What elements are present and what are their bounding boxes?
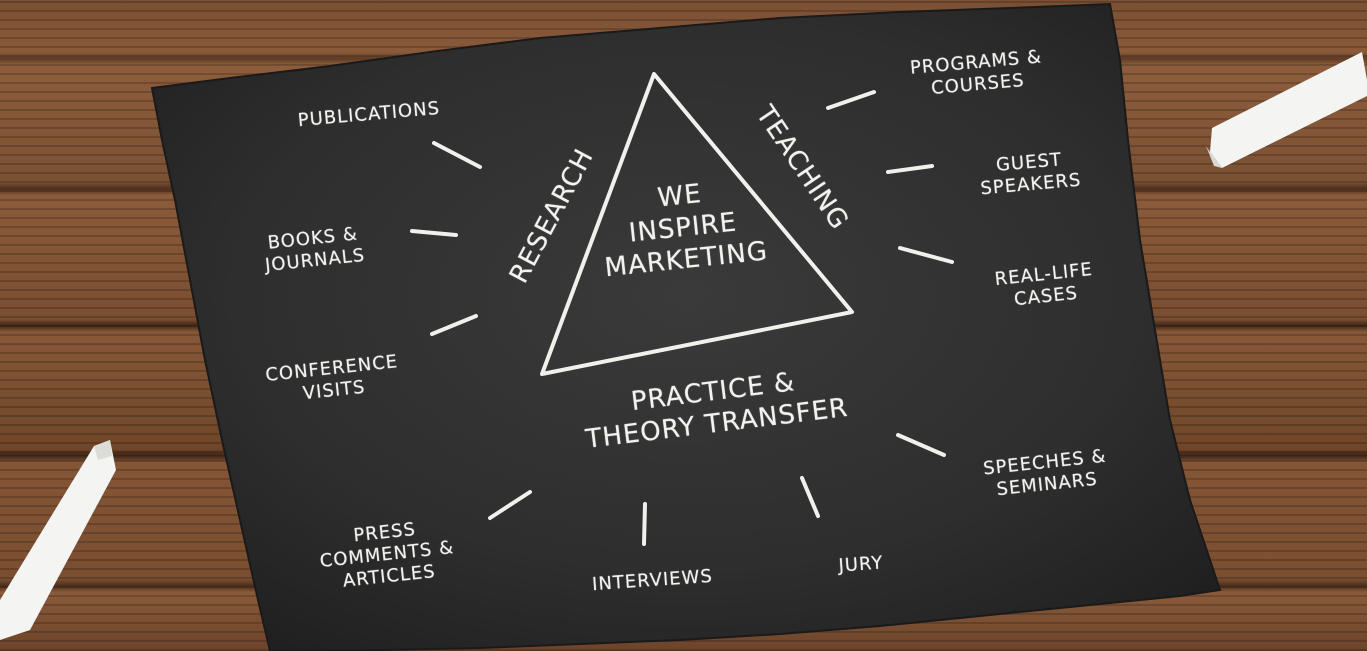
center-text: WE INSPIRE MARKETING bbox=[593, 171, 772, 284]
triangle-outline bbox=[540, 72, 854, 376]
chalk-stick-right bbox=[1206, 52, 1367, 168]
connector-dashes bbox=[410, 90, 954, 546]
chalkboard-surface bbox=[150, 2, 1222, 651]
chalk-stick-left bbox=[0, 440, 116, 640]
